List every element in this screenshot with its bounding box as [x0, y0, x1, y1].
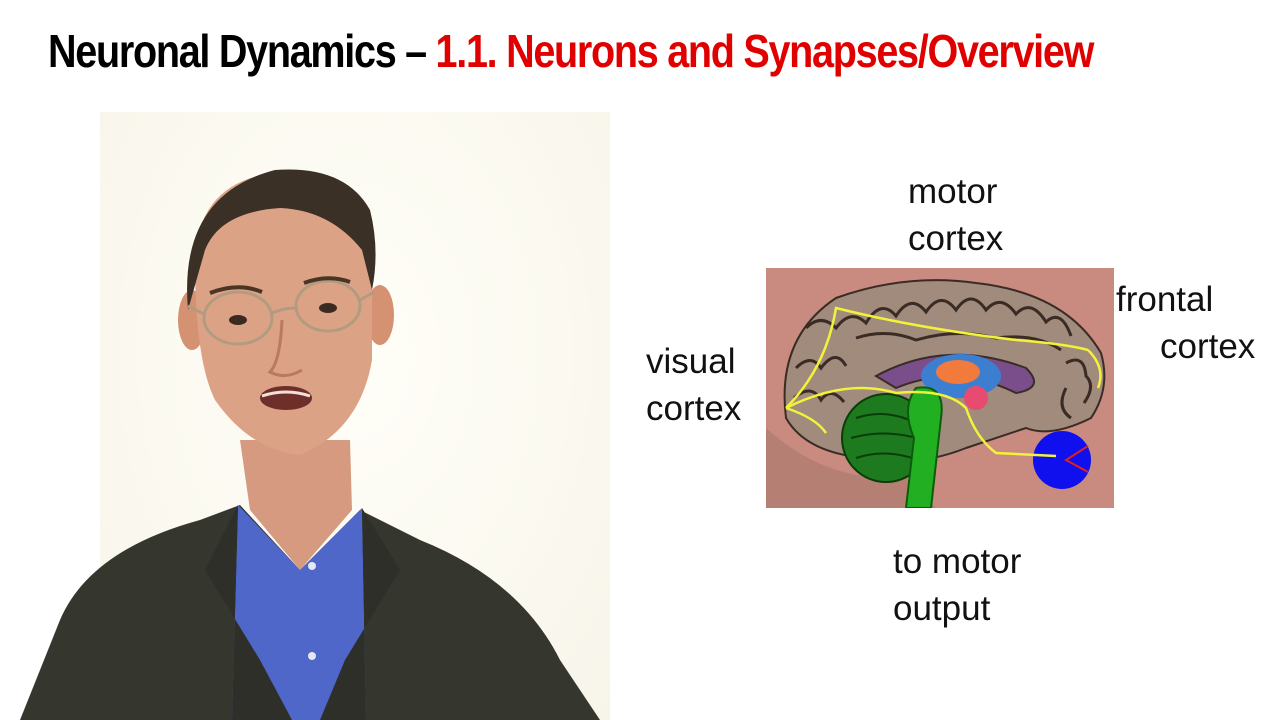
label-motor-cortex: motor cortex: [908, 172, 1004, 258]
neural-pathways: [785, 306, 1102, 458]
eye: [1033, 431, 1091, 489]
presenter-shirt: [232, 505, 366, 720]
presenter-hair: [187, 169, 376, 310]
title-main: Neuronal Dynamics –: [48, 25, 436, 77]
slide-title: Neuronal Dynamics – 1.1. Neurons and Syn…: [48, 24, 1095, 78]
presenter-face: [195, 172, 372, 455]
label-visual-cortex: visual cortex: [646, 342, 742, 428]
label-frontal-cortex: frontal cortex: [1116, 280, 1256, 366]
presenter-mouth: [260, 386, 312, 410]
brainstem: [904, 386, 943, 508]
label-motor-output: to motor output: [893, 542, 1022, 628]
presenter-video: [20, 169, 600, 720]
presenter-glasses: [187, 279, 375, 346]
title-subtitle: 1.1. Neurons and Synapses/Overview: [435, 25, 1095, 77]
brain-diagram: [766, 268, 1114, 508]
